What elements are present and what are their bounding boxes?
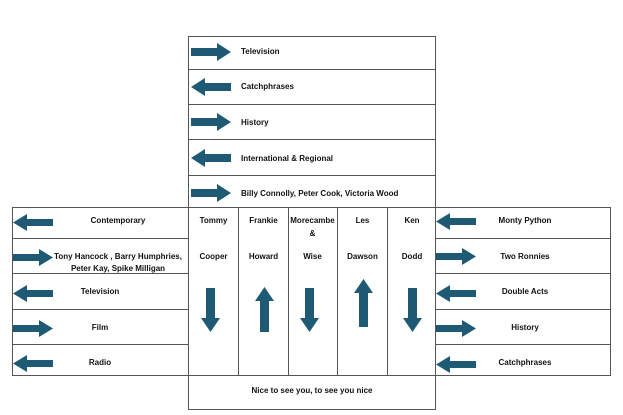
top-item-label: International & Regional: [241, 154, 334, 163]
comedian-last-name: Dawson: [347, 252, 378, 261]
arrow-left-icon: [436, 356, 476, 373]
left-item-label: Film: [91, 323, 109, 332]
arrow-left-icon: [191, 149, 231, 167]
arrow-right-icon: [191, 43, 231, 61]
comedian-last-name: Cooper: [199, 252, 228, 261]
right-item-label: History: [511, 323, 539, 332]
right-item-label: Catchphrases: [498, 358, 552, 367]
right-item-label: Double Acts: [501, 287, 549, 296]
arrow-right-icon: [191, 184, 231, 202]
comedian-first-name: Frankie: [249, 216, 278, 225]
arrow-left-icon: [13, 355, 53, 372]
top-item-label: History: [241, 118, 269, 127]
arrow-right-icon: [191, 113, 231, 131]
arrow-right-icon: [13, 249, 53, 266]
arrow-up-icon: [354, 279, 373, 327]
arrow-right-icon: [13, 320, 53, 337]
left-item-label: Tony Hancock , Barry Humphries,: [54, 252, 182, 261]
comedian-first-name: Tommy: [199, 216, 228, 225]
arrow-down-icon: [300, 288, 319, 332]
right-item-label: Two Ronnies: [500, 252, 550, 261]
arrow-left-icon: [13, 214, 53, 231]
arrow-down-icon: [403, 288, 422, 332]
comedian-last-name: Howard: [248, 252, 279, 261]
arrow-left-icon: [436, 213, 476, 230]
arrow-down-icon: [201, 288, 220, 332]
comedian-last-name: Wise: [303, 252, 322, 261]
comedian-first-name: Ken: [404, 216, 420, 225]
comedian-first-name: Morecambe: [290, 216, 335, 225]
left-item-label: Contemporary: [90, 216, 146, 225]
comedian-first-name: Les: [355, 216, 370, 225]
arrow-left-icon: [191, 78, 231, 96]
arrow-right-icon: [436, 320, 476, 337]
comedian-last-name: Dodd: [401, 252, 423, 261]
arrow-up-icon: [255, 287, 274, 332]
left-item-label: Peter Kay, Spike Milligan: [70, 264, 166, 273]
top-item-label: Billy Connolly, Peter Cook, Victoria Woo…: [241, 189, 399, 198]
left-item-label: Radio: [88, 358, 112, 367]
top-item-label: Television: [241, 47, 280, 56]
arrow-left-icon: [13, 285, 53, 302]
top-item-label: Catchphrases: [241, 82, 294, 91]
left-item-label: Television: [80, 287, 120, 296]
right-item-label: Monty Python: [498, 216, 552, 225]
arrow-left-icon: [436, 285, 476, 302]
footer-catchphrase: Nice to see you, to see you nice: [251, 386, 373, 395]
arrow-right-icon: [436, 248, 476, 265]
comedian-ampersand: &: [309, 229, 316, 238]
